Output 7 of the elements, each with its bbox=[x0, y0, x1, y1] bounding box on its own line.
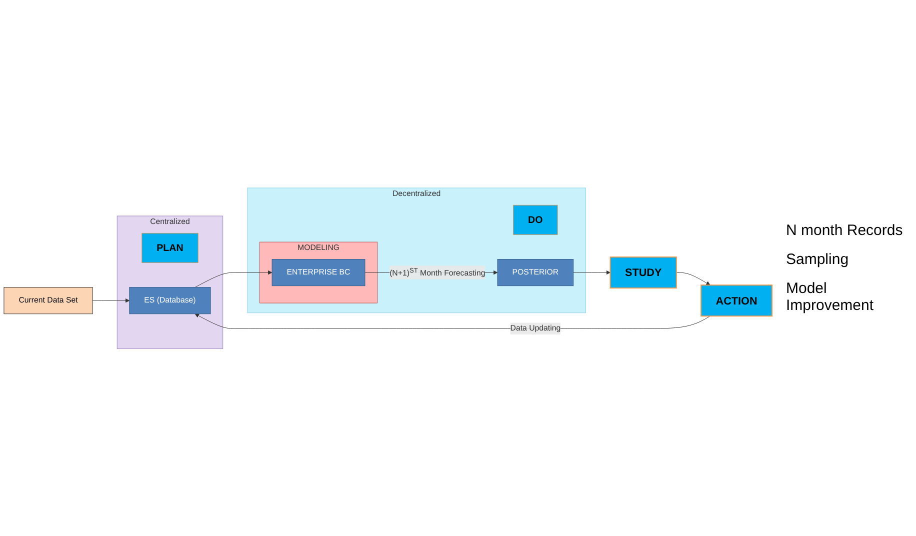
node-box: ACTION bbox=[700, 284, 773, 316]
note-text: Model Improvement bbox=[786, 280, 875, 314]
node-box: STUDY bbox=[610, 256, 677, 288]
node-box: DO bbox=[513, 204, 558, 235]
note-text: N month Records bbox=[786, 222, 904, 239]
node-box: PLAN bbox=[142, 232, 198, 263]
note-text: Sampling bbox=[786, 251, 850, 268]
